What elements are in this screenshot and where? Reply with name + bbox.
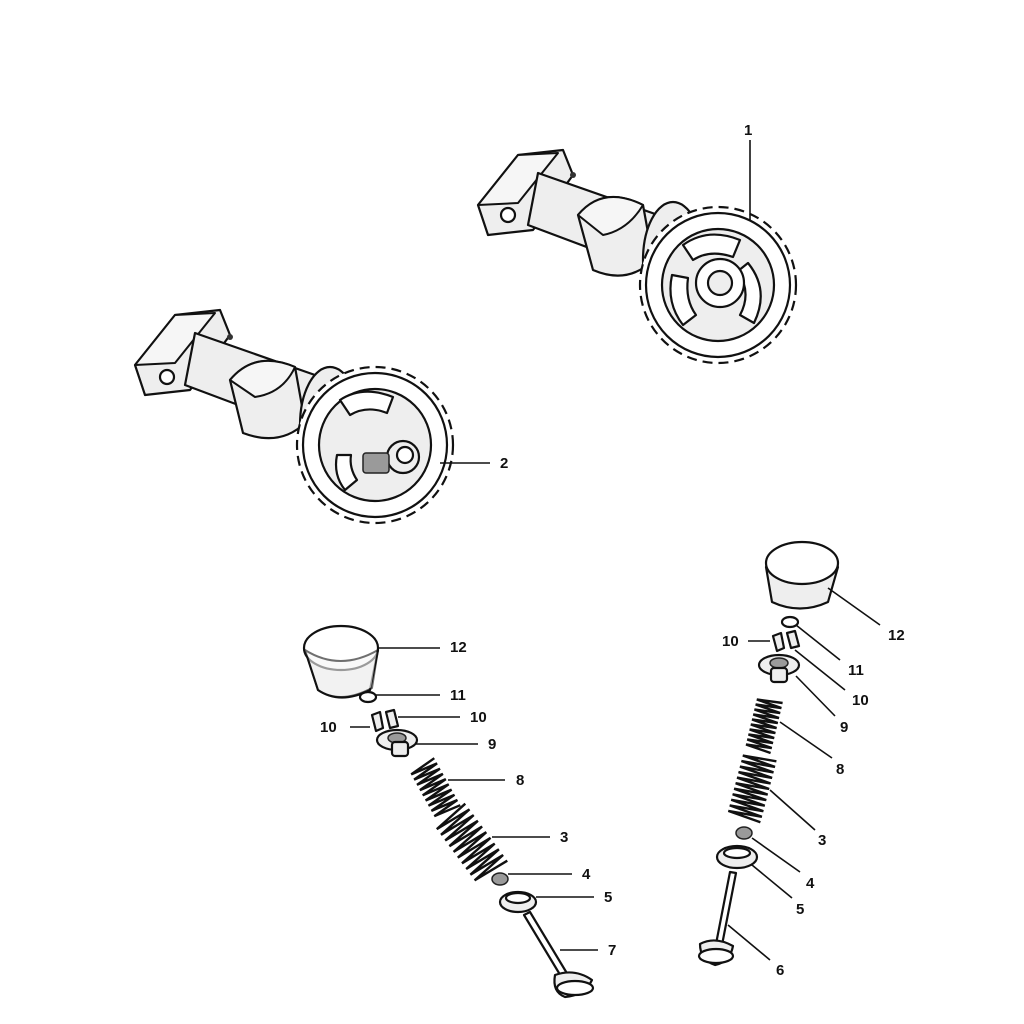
callout-right-keeper-right: 10 [852,692,869,709]
callout-left-spring-seat: 5 [604,889,612,906]
callout-left-keeper-right: 10 [470,709,487,726]
callouts: 1 2 12 11 10 10 9 8 3 4 5 7 12 10 11 10 … [320,122,905,979]
callout-right-inner-spring: 8 [836,761,844,778]
outer-spring-left [436,802,508,882]
callout-left-inner-spring: 8 [516,772,524,789]
valve-left [522,910,595,999]
callout-left-outer-spring: 3 [560,829,568,846]
callout-right-keeper-left: 10 [722,633,739,650]
callout-camshaft-2: 2 [500,455,508,472]
callout-left-seal: 4 [582,866,591,883]
callout-right-retainer: 9 [840,719,848,736]
callout-camshaft-1: 1 [744,122,752,139]
callout-left-valve: 7 [608,942,616,959]
outer-spring-right [727,754,777,824]
callout-left-shim: 11 [450,687,466,704]
tappet-right [764,540,840,610]
spring-coil [436,802,508,882]
left-valve-assembly [302,624,595,999]
camshaft-2 [133,308,455,525]
callout-right-seal: 4 [806,875,815,892]
right-valve-assembly [697,540,840,967]
callout-left-tappet: 12 [450,639,467,656]
callout-left-keeper-left: 10 [320,719,337,736]
spring-coil [727,754,777,824]
callout-right-valve: 6 [776,962,784,979]
valve-right [697,870,738,967]
callout-right-spring-seat: 5 [796,901,804,918]
camshaft-1 [476,148,798,365]
tappet-left [302,624,380,699]
inner-spring-right [745,698,783,755]
spring-coil [745,698,783,755]
inner-spring-left [410,757,461,818]
spring-coil [410,757,461,818]
callout-right-outer-spring: 3 [818,832,826,849]
callout-right-tappet: 12 [888,627,905,644]
callout-right-shim: 11 [848,662,864,679]
callout-left-retainer: 9 [488,736,496,753]
leader-lines [350,140,881,961]
